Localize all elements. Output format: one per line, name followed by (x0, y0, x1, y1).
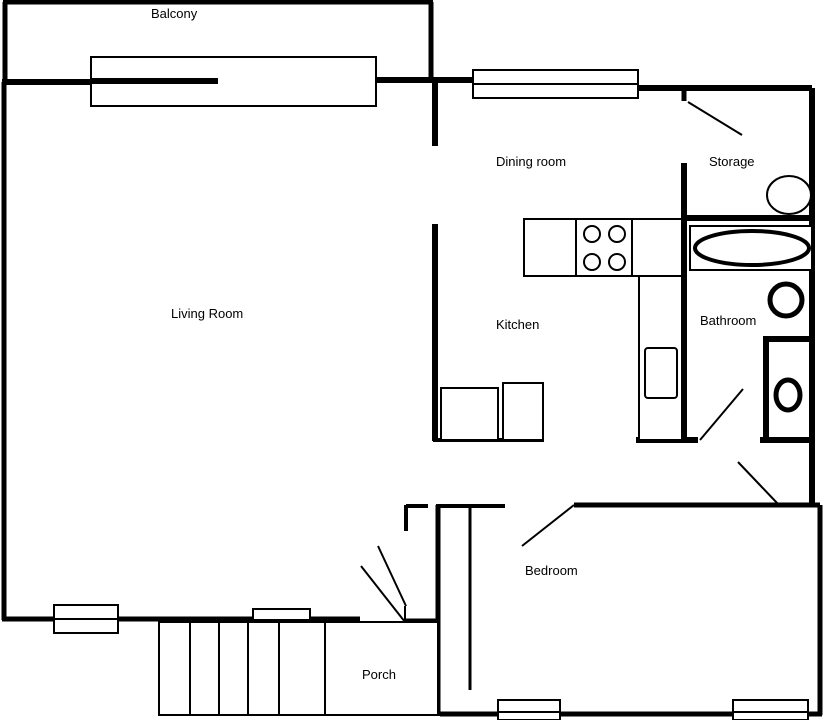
entry-door-swing (360, 545, 407, 623)
living-room-label: Living Room (171, 306, 243, 321)
appliance (502, 382, 544, 441)
balcony-walls (2, 0, 434, 80)
toilet-bowl (773, 377, 803, 413)
porch-steps (158, 621, 439, 716)
bathroom-sink (767, 281, 805, 319)
burner-icon (583, 225, 601, 243)
burner-icon (608, 225, 626, 243)
bathtub (693, 229, 811, 267)
balcony-sliding-door (90, 56, 377, 107)
dining-room-label: Dining room (496, 154, 566, 169)
bathroom-label: Bathroom (700, 313, 756, 328)
burner-icon (608, 253, 626, 271)
kitchen-label: Kitchen (496, 317, 539, 332)
outer-walls (1, 82, 823, 717)
burner-icon (583, 253, 601, 271)
water-heater (766, 175, 812, 215)
window-bedroom-1 (497, 699, 561, 720)
bedroom-label: Bedroom (525, 563, 578, 578)
window-bedroom-2 (732, 699, 809, 720)
balcony-label: Balcony (151, 6, 198, 21)
kitchen-sink (644, 347, 678, 399)
fridge (440, 387, 499, 441)
hall-door-swing (737, 461, 779, 505)
storage-label: Storage (709, 154, 755, 169)
porch-label: Porch (362, 667, 396, 682)
